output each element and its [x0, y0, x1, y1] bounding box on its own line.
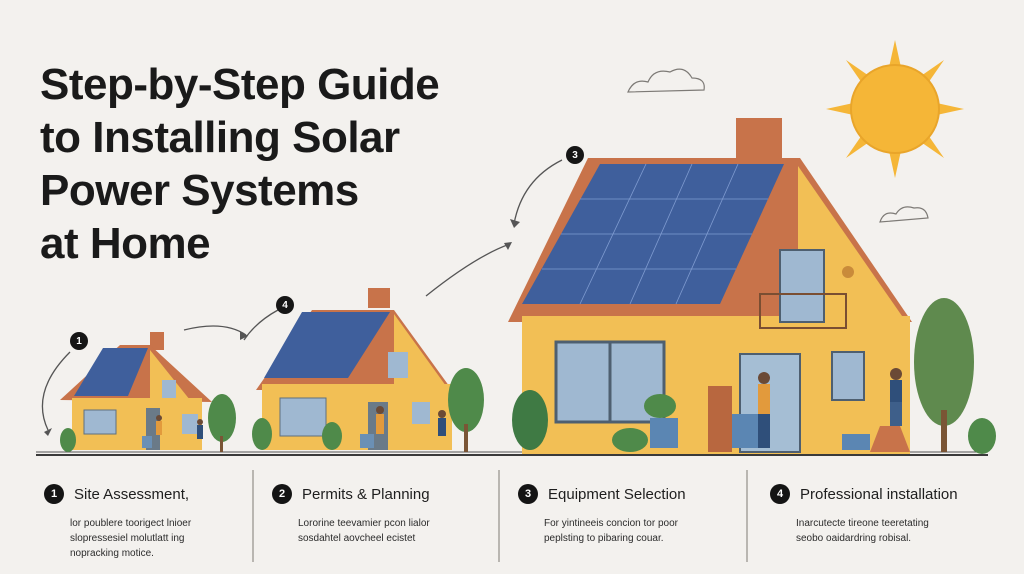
step-description: Lororine teevamier pcon lialor sosdahtel…	[298, 516, 498, 546]
step-badge-house-2: 4	[276, 296, 294, 314]
step-description-line: For yintineeis concion tor poor	[544, 518, 678, 529]
title-line-1: Step-by-Step Guide	[40, 60, 440, 109]
step-title: Equipment Selection	[548, 485, 686, 503]
arrow-icon	[425, 243, 511, 297]
baseline-divider	[36, 454, 988, 456]
arrow-icon	[183, 325, 247, 336]
sun-icon	[826, 40, 964, 178]
step-description: For yintineeis concion tor poor peplstin…	[544, 516, 744, 546]
step-site-assessment: 1 Site Assessment, lor poublere toorigec…	[44, 484, 264, 561]
step-title: Professional installation	[800, 485, 958, 503]
house-medium	[256, 288, 452, 450]
step-title: Site Assessment,	[74, 485, 190, 503]
column-separator	[498, 470, 500, 562]
house-large	[508, 118, 912, 454]
step-permits-planning: 2 Permits & Planning Lororine teevamier …	[272, 484, 492, 546]
step-description-line: slopressesiel molutlatt ing	[70, 533, 185, 544]
page-title: Step-by-Step Guide to Installing Solar P…	[40, 58, 560, 270]
step-description: lor poublere toorigect lnioer slopresses…	[70, 516, 270, 561]
step-description: Inarcutecte tireone teeretating seobo oa…	[796, 516, 996, 546]
column-separator	[746, 470, 748, 562]
step-number: 4	[770, 484, 790, 504]
step-description-line: Inarcutecte tireone teeretating	[796, 518, 929, 529]
step-description-line: lor poublere toorigect lnioer	[70, 518, 192, 529]
step-description-line: peplsting to pibaring couar.	[544, 533, 664, 544]
step-professional-installation: 4 Professional installation Inarcutecte …	[770, 484, 990, 546]
step-description-line: seobo oaidardring robisal.	[796, 533, 912, 544]
title-line-3: Power Systems	[40, 166, 359, 215]
step-description-line: Lororine teevamier pcon lialor	[298, 518, 430, 529]
arrow-heads	[44, 219, 520, 436]
step-description-line: sosdahtel aovcheel ecistet	[298, 533, 416, 544]
title-line-2: to Installing Solar	[40, 113, 400, 162]
arrow-icon	[513, 159, 563, 225]
step-description-line: nopracking motice.	[70, 548, 154, 559]
step-title: Permits & Planning	[302, 485, 430, 503]
arrow-icon	[243, 309, 279, 341]
step-badge-house-1: 1	[70, 332, 88, 350]
column-separator	[252, 470, 254, 562]
cloud-icon	[879, 206, 929, 223]
step-number: 3	[518, 484, 538, 504]
title-line-4: at Home	[40, 219, 211, 268]
step-number: 1	[44, 484, 64, 504]
trees	[60, 298, 996, 454]
arrow-icon	[41, 351, 71, 431]
cloud-icon	[627, 68, 705, 93]
house-small	[60, 332, 212, 450]
worker-figures	[156, 368, 902, 448]
step-equipment-selection: 3 Equipment Selection For yintineeis con…	[518, 484, 738, 546]
step-number: 2	[272, 484, 292, 504]
step-badge-house-3: 3	[566, 146, 584, 164]
